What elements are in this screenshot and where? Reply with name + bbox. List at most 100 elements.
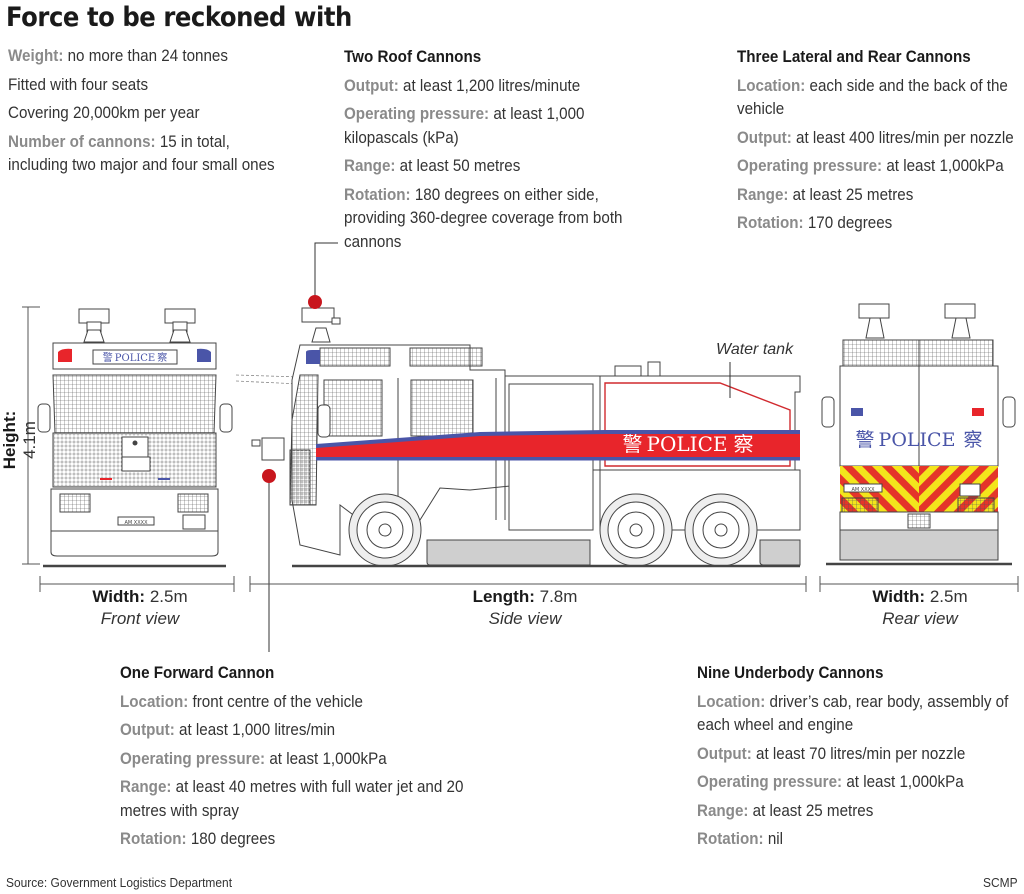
spec-row: Operating pressure: at least 1,000kPa	[120, 748, 479, 772]
spec-value: Fitted with four seats	[8, 75, 149, 94]
spec-row: Rotation: nil	[697, 828, 1019, 852]
spec-row: Weight: no more than 24 tonnes	[8, 45, 275, 69]
side-wheel-front	[348, 493, 422, 567]
spec-row: Fitted with four seats	[8, 74, 275, 98]
rear-width-dimension-line	[819, 576, 1019, 592]
spec-value: driver’s cab, rear body, assembly of eac…	[697, 692, 1009, 735]
section-heading: Nine Underbody Cannons	[697, 664, 884, 682]
spec-label: Weight:	[8, 47, 64, 65]
front-view-drawing	[37, 308, 233, 568]
spec-row: Range: at least 25 metres	[697, 800, 1019, 824]
spec-value: at least 1,200 litres/minute	[403, 76, 581, 95]
spec-label: Location:	[737, 76, 806, 95]
spec-row: Location: each side and the back of the …	[737, 75, 1022, 122]
spec-label: Output:	[344, 76, 399, 95]
spec-label: Rotation:	[697, 830, 764, 848]
side-view-drawing	[235, 307, 801, 568]
spec-value: at least 25 metres	[752, 801, 874, 820]
front-width-dimension-line	[39, 576, 235, 592]
front-width-label: Width: 2.5m Front view	[40, 586, 240, 630]
spec-label: Range:	[344, 157, 396, 175]
spec-row: Range: at least 50 metres	[344, 155, 648, 179]
source-credit: Source: Government Logistics Department	[6, 875, 233, 890]
spec-row: Location: front centre of the vehicle	[120, 691, 479, 715]
spec-value: at least 25 metres	[792, 185, 914, 204]
spec-label: Location:	[120, 692, 189, 711]
rear-width-label: Width: 2.5m Rear view	[820, 586, 1020, 630]
spec-row: Output: at least 70 litres/min per nozzl…	[697, 743, 1019, 767]
spec-row: Output: at least 400 litres/min per nozz…	[737, 127, 1022, 151]
spec-label: Range:	[737, 185, 789, 204]
side-wheel-rear	[684, 493, 758, 567]
spec-label: Operating pressure:	[697, 773, 843, 791]
spec-value: no more than 24 tonnes	[67, 47, 228, 65]
height-dimension-label: Height: 4.1m	[0, 410, 39, 470]
spec-label: Operating pressure:	[120, 749, 266, 768]
spec-label: Operating pressure:	[344, 105, 490, 123]
spec-row: Location: driver’s cab, rear body, assem…	[697, 691, 1019, 738]
spec-value: front centre of the vehicle	[192, 692, 363, 711]
spec-value: at least 400 litres/min per nozzle	[796, 128, 1014, 147]
side-view-caption: Side view	[488, 609, 562, 628]
spec-value: 180 degrees	[190, 830, 276, 848]
spec-label: Location:	[697, 692, 766, 711]
spec-value: at least 1,000kPa	[269, 749, 387, 768]
spec-value: each side and the back of the vehicle	[737, 76, 1008, 119]
spec-row: Rotation: 170 degrees	[737, 212, 1022, 236]
side-roof-cannon	[301, 307, 341, 343]
publisher-credit: SCMP	[983, 875, 1018, 890]
page-title: Force to be reckoned with	[6, 2, 352, 33]
spec-label: Number of cannons:	[8, 132, 156, 151]
spec-row: Covering 20,000km per year	[8, 102, 275, 126]
spec-row: Range: at least 25 metres	[737, 184, 1022, 208]
roof-cannon-marker	[308, 295, 322, 309]
water-tank-label: Water tank	[716, 341, 794, 358]
rear-view-caption: Rear view	[882, 609, 958, 628]
spec-value: 180 degrees on either side, providing 36…	[344, 185, 623, 251]
spec-value: at least 1,000kPa	[846, 773, 964, 791]
front-roof-cannon-right	[164, 308, 196, 343]
spec-value: at least 40 metres with full water jet a…	[120, 778, 464, 820]
spec-label: Output:	[697, 744, 752, 763]
front-roof-cannon-left	[78, 308, 110, 343]
spec-label: Operating pressure:	[737, 157, 883, 175]
spec-row: Output: at least 1,000 litres/min	[120, 719, 479, 743]
spec-value: at least 1,000 kilopascals (kPa)	[344, 105, 585, 147]
spec-row: Operating pressure: at least 1,000 kilop…	[344, 103, 648, 150]
spec-row: Range: at least 40 metres with full wate…	[120, 776, 479, 823]
roof-cannon-callout	[314, 242, 338, 300]
spec-label: Rotation:	[120, 830, 187, 848]
front-view-caption: Front view	[100, 609, 180, 628]
spec-label: Output:	[737, 128, 792, 147]
section-heading: Three Lateral and Rear Cannons	[737, 48, 971, 66]
forward-cannon-marker	[262, 469, 276, 483]
rear-number-plate: AM XXXX	[851, 487, 875, 493]
spec-label: Rotation:	[737, 214, 804, 232]
spec-row: Rotation: 180 degrees on either side, pr…	[344, 184, 648, 255]
side-length-label: Length: 7.8m Side view	[360, 586, 690, 630]
spec-row: Rotation: 180 degrees	[120, 828, 479, 852]
spec-value: 15 in total, including two major and fou…	[8, 132, 275, 175]
spec-value: nil	[767, 830, 784, 848]
spec-row: Output: at least 1,200 litres/minute	[344, 75, 648, 99]
spec-label: Rotation:	[344, 185, 411, 204]
spec-value: Covering 20,000km per year	[8, 104, 200, 122]
spec-label: Output:	[120, 721, 175, 739]
spec-value: at least 1,000kPa	[886, 157, 1004, 175]
height-dimension-line	[22, 306, 40, 565]
spec-value: at least 70 litres/min per nozzle	[756, 744, 966, 763]
spec-row: Number of cannons: 15 in total, includin…	[8, 131, 275, 178]
spec-value: 170 degrees	[807, 214, 893, 232]
section-heading: Two Roof Cannons	[344, 48, 482, 66]
side-length-dimension-line	[249, 576, 807, 592]
front-number-plate: AM XXXX	[124, 520, 148, 526]
spec-row: Operating pressure: at least 1,000kPa	[737, 155, 1022, 179]
